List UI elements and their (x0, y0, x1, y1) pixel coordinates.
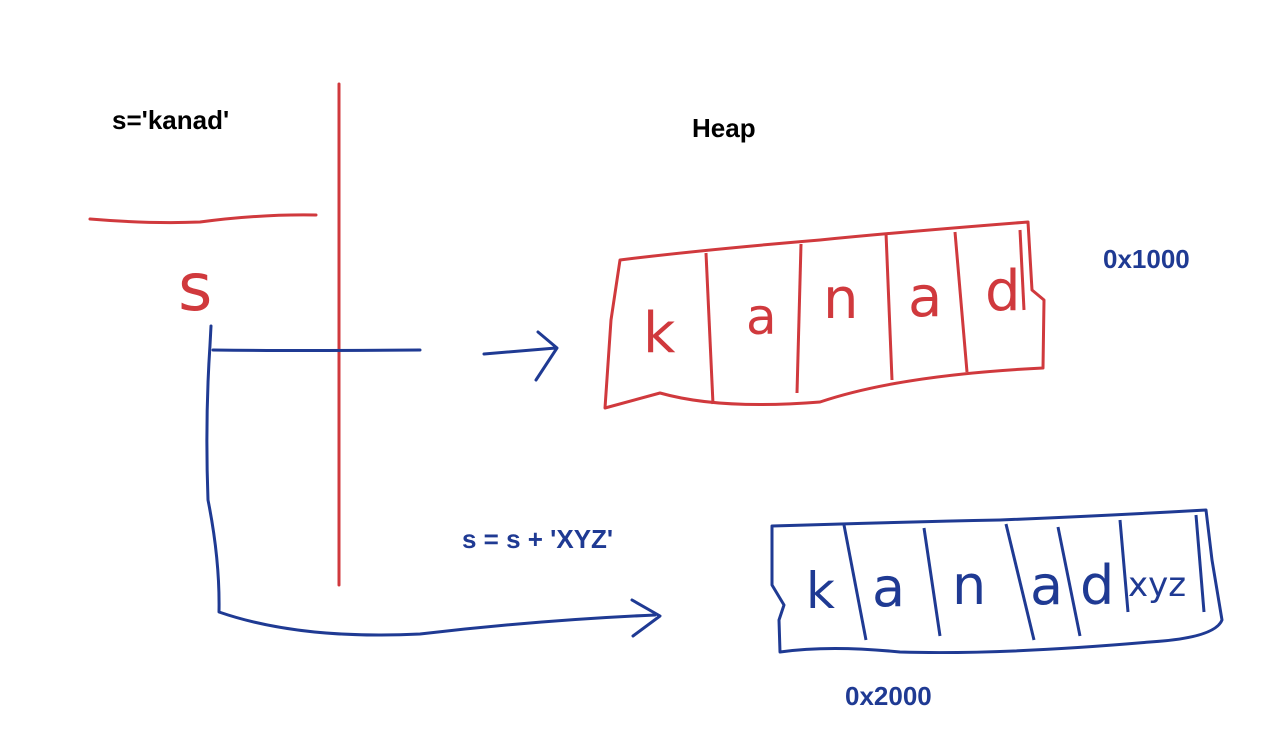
heap-first-char-2: n (823, 267, 859, 332)
heap-string-first-outline (603, 220, 1046, 410)
heap-title: Heap (692, 113, 756, 143)
heap-first-char-1: a (746, 288, 777, 346)
heap-second-char-0: k (806, 562, 835, 620)
heap-first-char-0: k (643, 301, 676, 366)
heap-second-char-2: n (952, 554, 986, 617)
heap-string-first: k a n a d (603, 220, 1046, 410)
heap-string-second: k a n a d xyz (770, 508, 1224, 655)
heap-first-char-3: a (908, 265, 942, 330)
address-second-string: 0x2000 (845, 681, 932, 711)
arrow-to-first-string (482, 330, 559, 382)
heap-second-char-3: a (1030, 554, 1063, 617)
stack-frame-line (88, 213, 318, 225)
stack-variable-s: s (178, 249, 212, 326)
stack-heap-divider (337, 82, 341, 587)
address-first-string: 0x1000 (1103, 244, 1190, 274)
heap-second-char-5: xyz (1128, 565, 1186, 605)
heap-first-char-4: d (985, 259, 1021, 324)
heap-string-second-outline (770, 508, 1224, 655)
code-assign-label: s='kanad' (112, 105, 230, 135)
reference-line-old (211, 348, 422, 352)
reference-line-new (205, 324, 657, 637)
code-concat-label: s = s + 'XYZ' (462, 524, 614, 554)
heap-second-char-4: d (1080, 554, 1114, 617)
arrow-to-second-string (630, 598, 662, 638)
heap-second-char-1: a (872, 556, 905, 619)
